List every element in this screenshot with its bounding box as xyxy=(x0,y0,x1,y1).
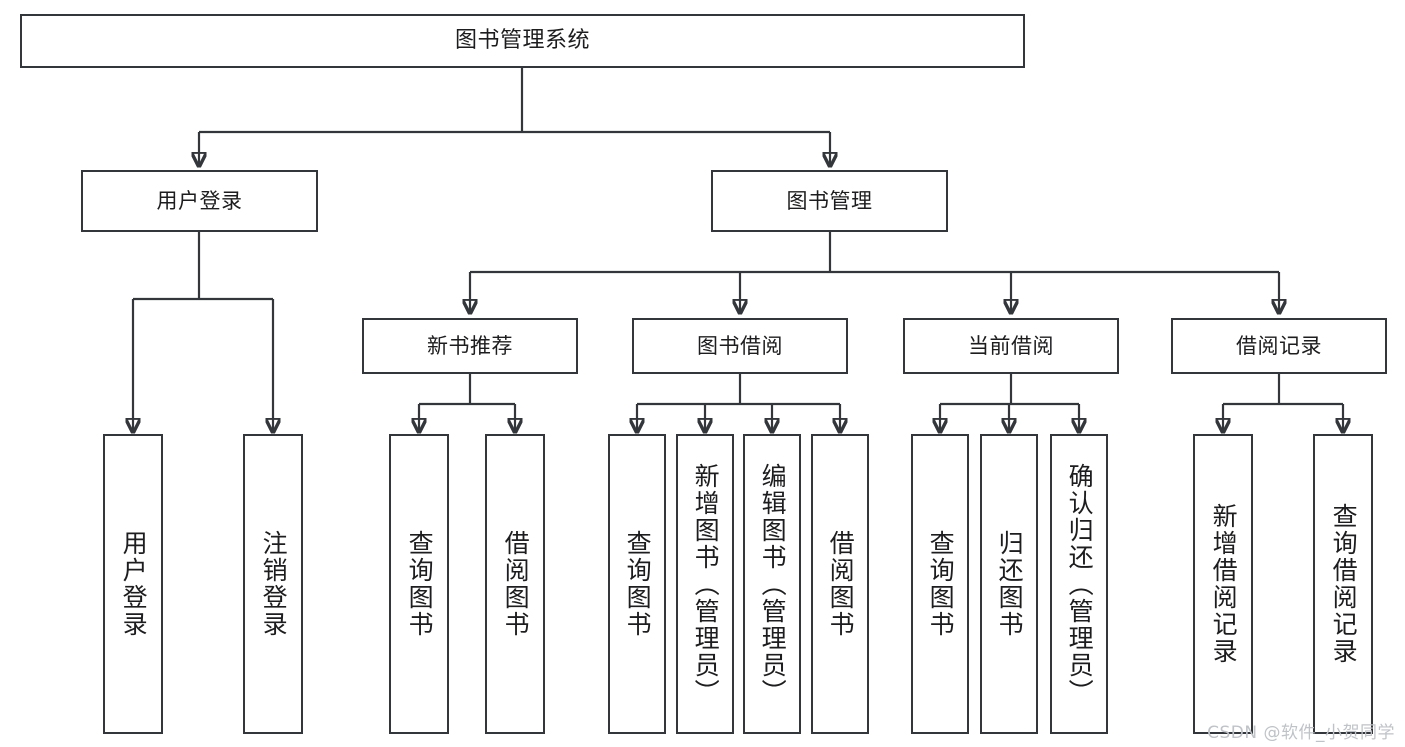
node-label: 确认归还（管理员） xyxy=(1065,462,1095,706)
leaf-user-login-login[interactable]: 用户登录 xyxy=(103,434,163,734)
node-label: 新增借阅记录 xyxy=(1209,503,1239,665)
node-label: 编辑图书（管理员） xyxy=(758,462,788,706)
leaf-current-return-book[interactable]: 归还图书 xyxy=(980,434,1038,734)
node-label: 归还图书 xyxy=(995,530,1025,638)
leaf-borrow-borrow-book[interactable]: 借阅图书 xyxy=(811,434,869,734)
node-label: 查询借阅记录 xyxy=(1329,503,1359,665)
leaf-user-login-logout[interactable]: 注销登录 xyxy=(243,434,303,734)
node-new-book-recommend[interactable]: 新书推荐 xyxy=(362,318,578,374)
node-label: 借阅图书 xyxy=(501,530,531,638)
node-root-system[interactable]: 图书管理系统 xyxy=(20,14,1025,68)
node-book-management[interactable]: 图书管理 xyxy=(711,170,948,232)
node-label: 图书管理 xyxy=(786,188,873,213)
node-label: 借阅图书 xyxy=(826,530,856,638)
leaf-borrow-edit-book[interactable]: 编辑图书（管理员） xyxy=(743,434,801,734)
node-label: 图书管理系统 xyxy=(454,28,590,54)
node-label: 查询图书 xyxy=(623,530,653,638)
leaf-recommend-query-book[interactable]: 查询图书 xyxy=(389,434,449,734)
node-label: 新增图书（管理员） xyxy=(691,462,721,706)
node-label: 当前借阅 xyxy=(968,333,1054,358)
node-book-borrow[interactable]: 图书借阅 xyxy=(632,318,848,374)
leaf-borrow-add-book[interactable]: 新增图书（管理员） xyxy=(676,434,734,734)
node-label: 图书借阅 xyxy=(697,333,783,358)
leaf-record-add-record[interactable]: 新增借阅记录 xyxy=(1193,434,1253,734)
node-label: 注销登录 xyxy=(259,530,289,638)
leaf-borrow-query-book[interactable]: 查询图书 xyxy=(608,434,666,734)
leaf-current-query-book[interactable]: 查询图书 xyxy=(911,434,969,734)
node-current-borrow[interactable]: 当前借阅 xyxy=(903,318,1119,374)
node-label: 借阅记录 xyxy=(1236,333,1322,358)
node-label: 用户登录 xyxy=(156,188,243,213)
node-label: 用户登录 xyxy=(119,530,149,638)
csdn-watermark: CSDN @软件_小贺同学 xyxy=(1207,723,1395,743)
leaf-record-query-record[interactable]: 查询借阅记录 xyxy=(1313,434,1373,734)
node-label: 新书推荐 xyxy=(427,333,513,358)
node-label: 查询图书 xyxy=(926,530,956,638)
node-label: 查询图书 xyxy=(405,530,435,638)
node-user-login[interactable]: 用户登录 xyxy=(81,170,318,232)
node-borrow-record[interactable]: 借阅记录 xyxy=(1171,318,1387,374)
leaf-recommend-borrow-book[interactable]: 借阅图书 xyxy=(485,434,545,734)
leaf-current-confirm-return[interactable]: 确认归还（管理员） xyxy=(1050,434,1108,734)
